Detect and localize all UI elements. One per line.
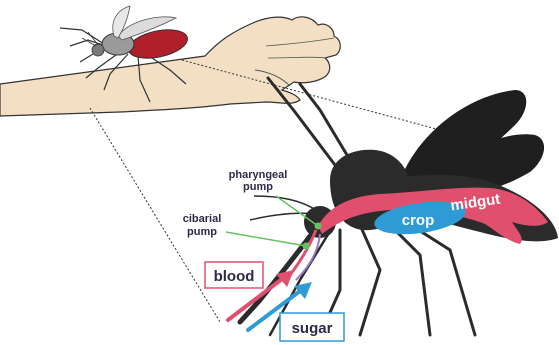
- sugar-label-box: sugar: [280, 313, 344, 341]
- crop-label: crop: [402, 212, 435, 229]
- pharyngeal-pump-label-line2: pump: [243, 181, 273, 193]
- cibarial-pump-label-line1: cibarial: [183, 213, 222, 225]
- blood-label-box: blood: [205, 262, 263, 288]
- blood-label: blood: [214, 268, 255, 285]
- large-mosquito: [240, 78, 558, 335]
- sugar-label: sugar: [292, 320, 333, 337]
- cibarial-pump-label-line2: pump: [187, 226, 217, 238]
- pharyngeal-pump-label-line1: pharyngeal: [229, 169, 288, 181]
